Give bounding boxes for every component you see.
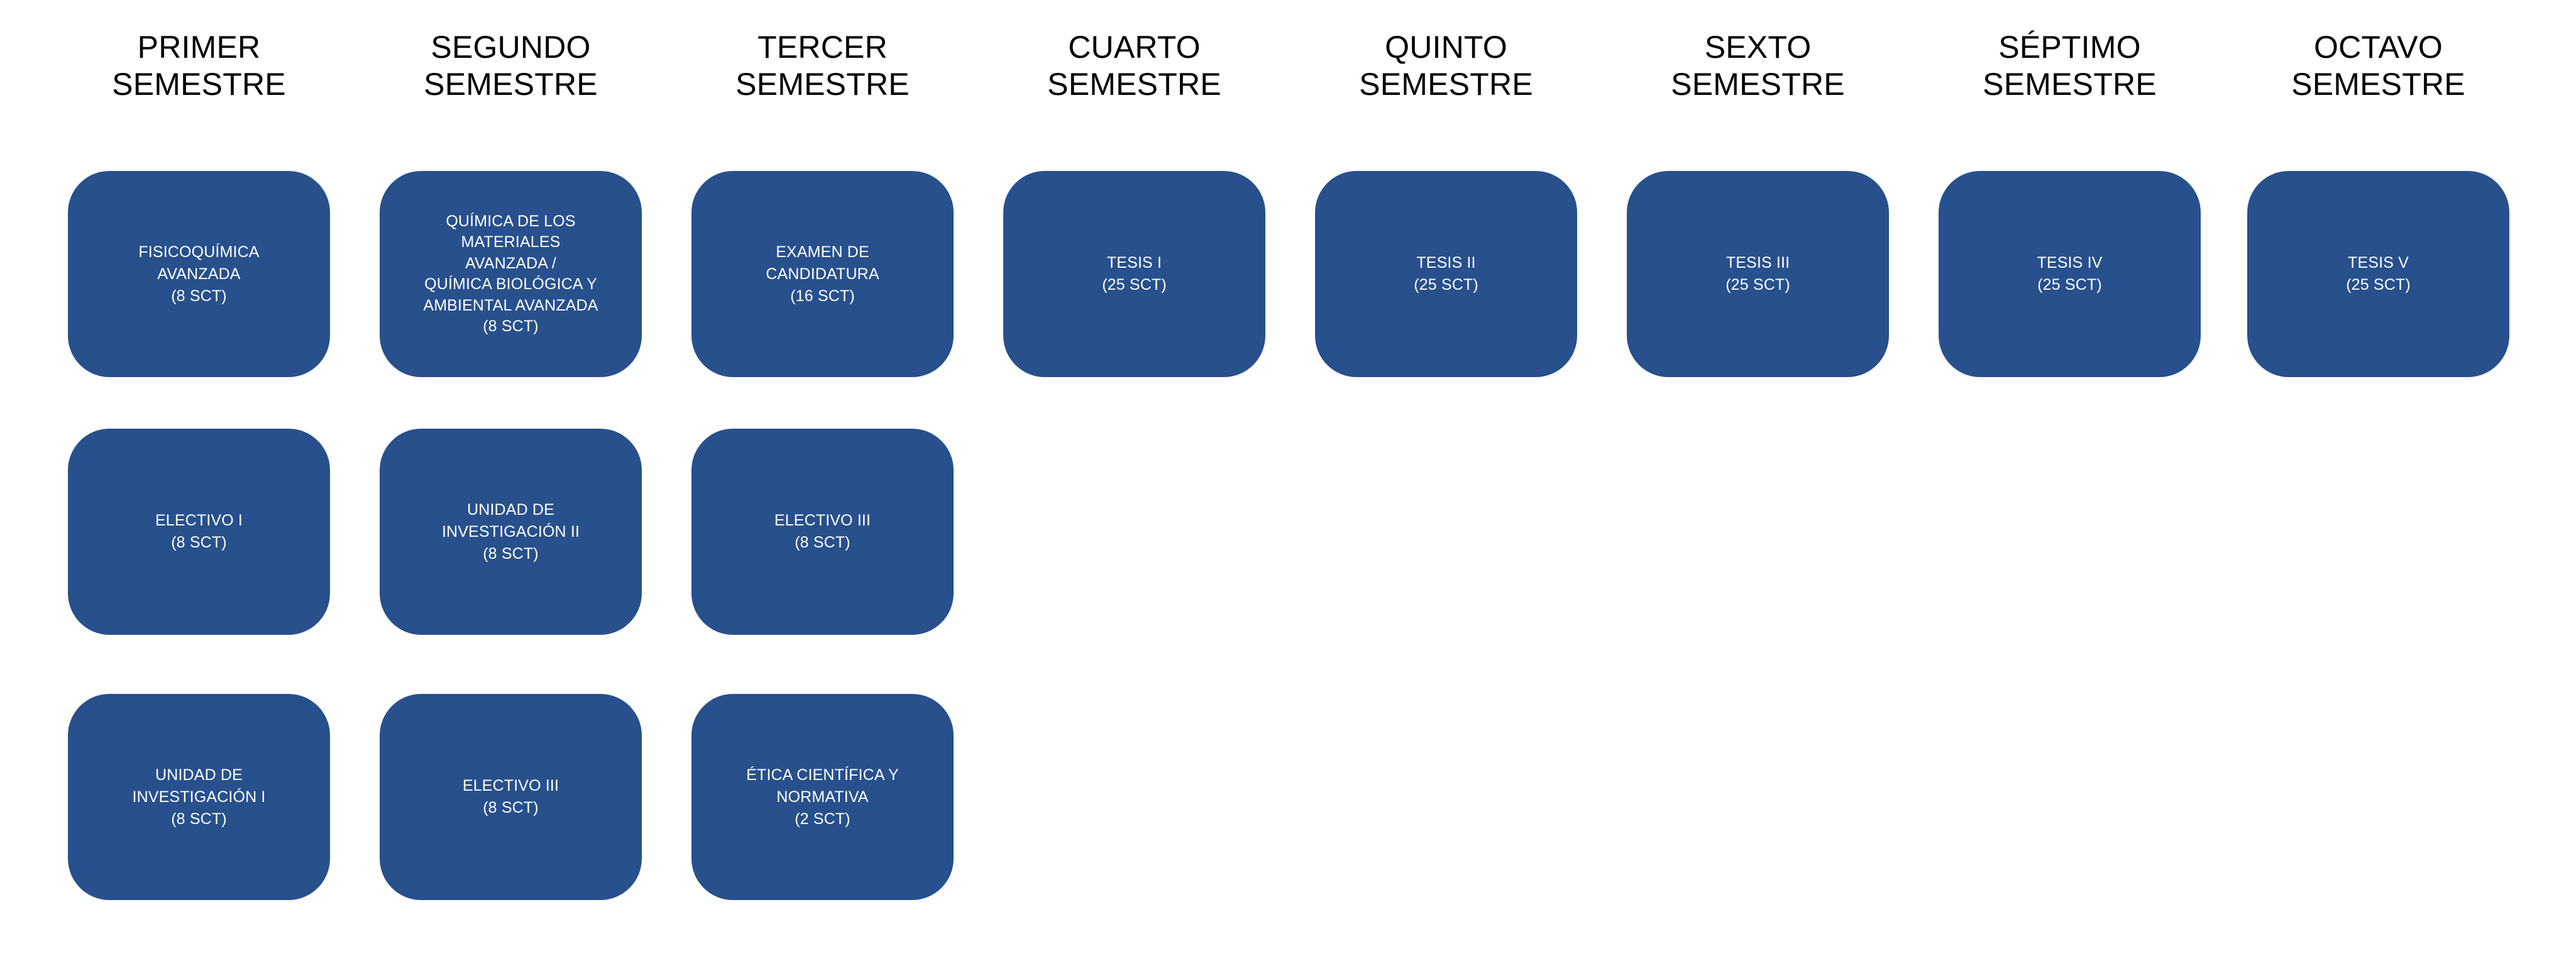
semester-header-segundo: SEGUNDO SEMESTRE [424, 30, 598, 102]
semester-header-octavo: OCTAVO SEMESTRE [2291, 30, 2465, 102]
course-box-electivo-iii-segundo[interactable]: ELECTIVO III (8 SCT) [380, 694, 642, 900]
semester-header-primer: PRIMER SEMESTRE [112, 30, 286, 102]
course-label: ELECTIVO III (8 SCT) [774, 512, 871, 551]
semester-header-sexto: SEXTO SEMESTRE [1671, 30, 1845, 102]
course-box-electivo-i[interactable]: ELECTIVO I (8 SCT) [68, 429, 330, 635]
course-label: FISICOQUÍMICA AVANZADA (8 SCT) [138, 243, 260, 305]
course-box-unidad-investigacion-ii[interactable]: UNIDAD DE INVESTIGACIÓN II (8 SCT) [380, 429, 642, 635]
course-label: UNIDAD DE INVESTIGACIÓN II (8 SCT) [441, 500, 580, 563]
course-box-tesis-iii[interactable]: TESIS III (25 SCT) [1627, 171, 1889, 377]
semester-header-tercer: TERCER SEMESTRE [735, 30, 910, 102]
course-label: UNIDAD DE INVESTIGACIÓN I (8 SCT) [132, 766, 266, 828]
course-box-tesis-v[interactable]: TESIS V (25 SCT) [2247, 171, 2509, 377]
course-label: ELECTIVO III (8 SCT) [462, 777, 559, 816]
course-label: ÉTICA CIENTÍFICA Y NORMATIVA (2 SCT) [746, 766, 899, 828]
course-box-examen-candidatura[interactable]: EXAMEN DE CANDIDATURA (16 SCT) [691, 171, 954, 377]
course-label: QUÍMICA DE LOS MATERIALES AVANZADA / QUÍ… [423, 212, 598, 336]
course-box-electivo-iii-tercer[interactable]: ELECTIVO III (8 SCT) [691, 429, 954, 635]
course-label: TESIS I (25 SCT) [1102, 254, 1167, 294]
course-box-fisicoquimica-avanzada[interactable]: FISICOQUÍMICA AVANZADA (8 SCT) [68, 171, 330, 377]
semester-header-septimo: SÉPTIMO SEMESTRE [1983, 30, 2157, 102]
course-box-tesis-i[interactable]: TESIS I (25 SCT) [1003, 171, 1265, 377]
course-label: ELECTIVO I (8 SCT) [155, 512, 243, 551]
course-label: EXAMEN DE CANDIDATURA (16 SCT) [766, 243, 879, 305]
course-box-quimica-materiales-biologica-avanzada[interactable]: QUÍMICA DE LOS MATERIALES AVANZADA / QUÍ… [380, 171, 642, 377]
course-label: TESIS III (25 SCT) [1726, 254, 1790, 294]
course-label: TESIS IV (25 SCT) [2037, 254, 2103, 294]
course-box-tesis-iv[interactable]: TESIS IV (25 SCT) [1939, 171, 2201, 377]
course-box-tesis-ii[interactable]: TESIS II (25 SCT) [1315, 171, 1577, 377]
course-label: TESIS II (25 SCT) [1414, 254, 1478, 294]
course-label: TESIS V (25 SCT) [2346, 254, 2411, 294]
course-box-unidad-investigacion-i[interactable]: UNIDAD DE INVESTIGACIÓN I (8 SCT) [68, 694, 330, 900]
semester-header-cuarto: CUARTO SEMESTRE [1047, 30, 1221, 102]
semester-header-quinto: QUINTO SEMESTRE [1359, 30, 1533, 102]
course-box-etica-cientifica-normativa[interactable]: ÉTICA CIENTÍFICA Y NORMATIVA (2 SCT) [691, 694, 954, 900]
